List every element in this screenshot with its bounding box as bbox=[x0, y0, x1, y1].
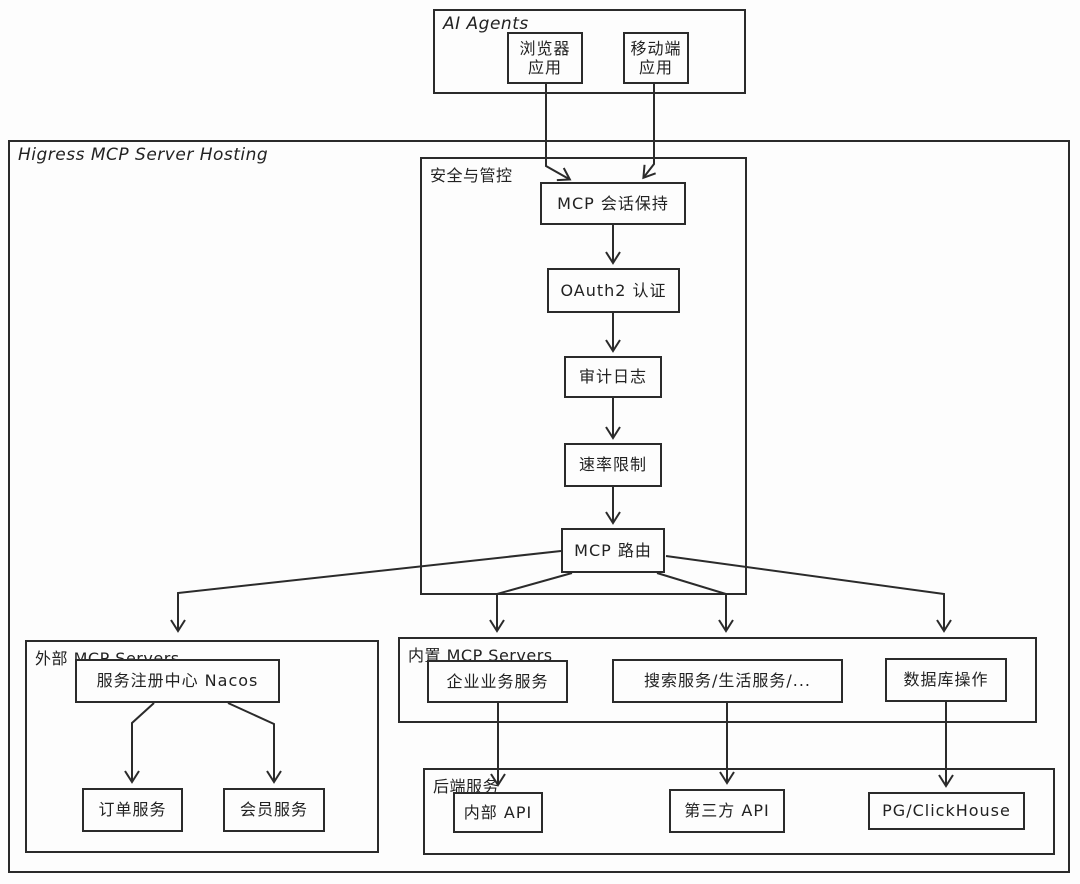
node-search-life-service: 搜索服务/生活服务/... bbox=[612, 659, 843, 703]
node-mcp-router: MCP 路由 bbox=[561, 528, 665, 573]
node-audit-log: 审计日志 bbox=[564, 356, 662, 398]
node-database-operations: 数据库操作 bbox=[885, 658, 1007, 702]
group-security-control: 安全与管控 bbox=[420, 157, 747, 595]
node-thirdparty-api: 第三方 API bbox=[669, 789, 785, 833]
node-nacos-registry: 服务注册中心 Nacos bbox=[75, 659, 280, 703]
group-ai-agents-label: AI Agents bbox=[443, 14, 529, 34]
node-mcp-session-keepalive: MCP 会话保持 bbox=[540, 182, 686, 225]
group-security-label: 安全与管控 bbox=[430, 166, 513, 185]
node-internal-api: 内部 API bbox=[453, 792, 543, 833]
group-higress-label: Higress MCP Server Hosting bbox=[18, 145, 269, 165]
node-rate-limit: 速率限制 bbox=[564, 443, 662, 487]
node-enterprise-business-service: 企业业务服务 bbox=[427, 660, 568, 703]
group-higress-mcp-server-hosting: Higress MCP Server Hosting bbox=[8, 140, 1070, 873]
group-backend-services: 后端服务 bbox=[423, 768, 1055, 855]
node-pg-clickhouse: PG/ClickHouse bbox=[868, 792, 1025, 830]
node-oauth2-auth: OAuth2 认证 bbox=[547, 268, 680, 313]
node-mobile-app: 移动端 应用 bbox=[623, 32, 689, 84]
node-order-service: 订单服务 bbox=[82, 788, 183, 832]
node-browser-app: 浏览器 应用 bbox=[507, 32, 583, 84]
group-ai-agents: AI Agents bbox=[433, 9, 746, 94]
group-backend-label: 后端服务 bbox=[433, 777, 500, 796]
node-member-service: 会员服务 bbox=[223, 788, 325, 832]
